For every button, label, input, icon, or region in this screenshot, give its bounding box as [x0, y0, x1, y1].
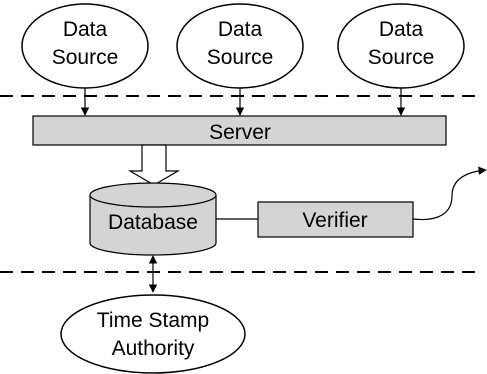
data-source-1-line1: Data [63, 18, 108, 41]
database-label: Database [108, 211, 198, 234]
data-source-1: Data Source [21, 3, 149, 89]
verifier-output-arrow [412, 166, 487, 221]
server-label: Server [209, 121, 271, 144]
verifier-box: Verifier [257, 201, 414, 238]
tsa-line2: Authority [112, 337, 195, 360]
time-stamp-authority: Time Stamp Authority [60, 294, 246, 374]
data-source-3-line1: Data [379, 18, 424, 41]
data-source-1-line2: Source [52, 46, 119, 69]
data-source-2: Data Source [176, 3, 304, 89]
database-cylinder: Database [89, 182, 217, 256]
data-source-3: Data Source [337, 3, 465, 89]
block-arrow-icon [127, 144, 181, 186]
tsa-line1: Time Stamp [97, 309, 209, 332]
data-source-2-line1: Data [218, 18, 263, 41]
data-source-3-line2: Source [368, 46, 435, 69]
data-source-2-line2: Source [207, 46, 274, 69]
verifier-label: Verifier [302, 209, 367, 232]
server-box: Server [32, 115, 447, 146]
